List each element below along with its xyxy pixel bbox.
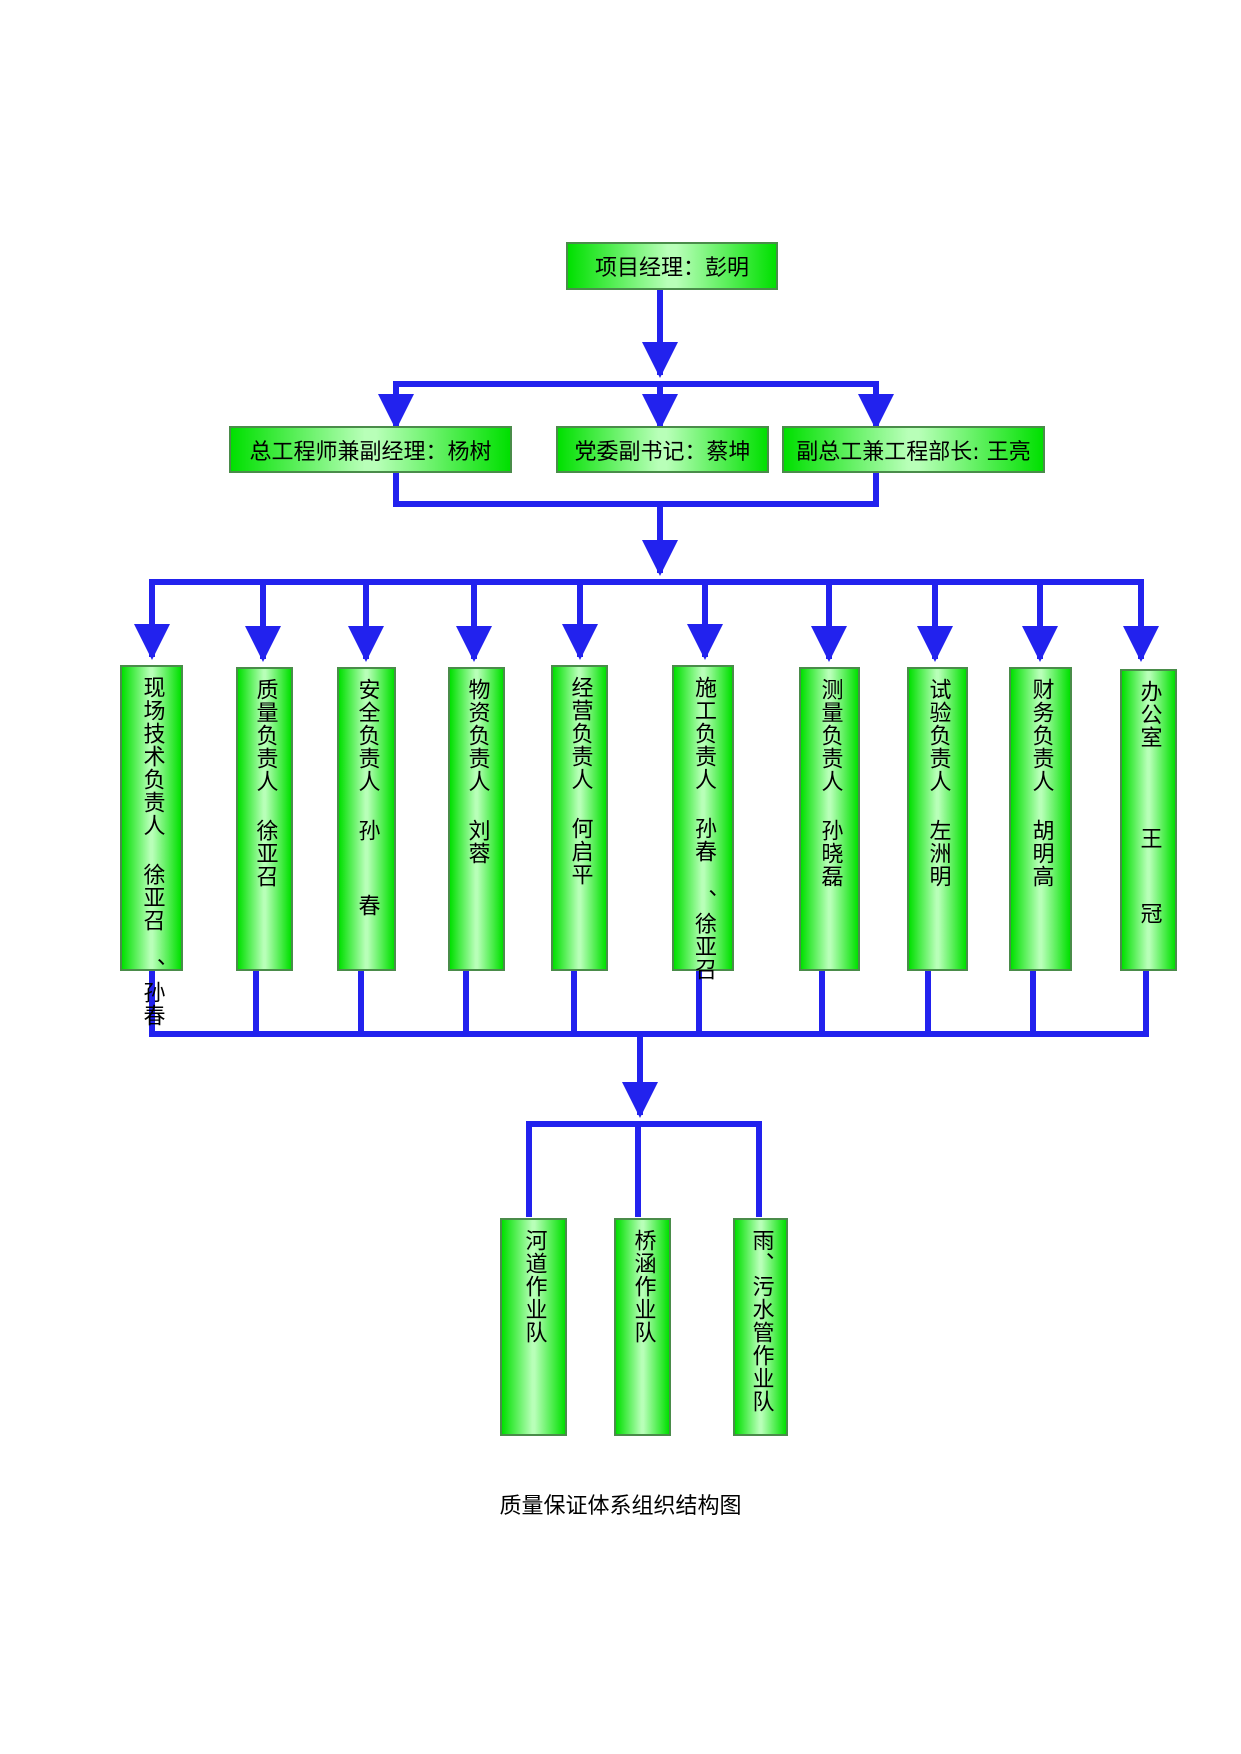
dept-label: 施工负责人 孙春 、徐亚召 — [691, 676, 716, 981]
diagram-title: 质量保证体系组织结构图 — [499, 1494, 742, 1519]
deputy-box-chief-engineer: 总工程师兼副经理：杨树 — [229, 426, 512, 473]
team-label: 桥涵作业队 — [630, 1229, 656, 1344]
dept-box-finance: 财务负责人 胡明高 — [1009, 667, 1072, 971]
project-manager-label: 项目经理：彭明 — [594, 256, 749, 281]
team-box-bridge-culvert: 桥涵作业队 — [614, 1218, 671, 1436]
dept-box-safety: 安全负责人 孙 春 — [337, 667, 396, 971]
dept-label: 安全负责人 孙 春 — [354, 678, 380, 917]
dept-label: 测量负责人 孙晓磊 — [817, 678, 843, 888]
team-label: 雨、污水管作业队 — [748, 1229, 774, 1413]
dept-label: 物资负责人 刘蓉 — [464, 678, 490, 865]
project-manager-box: 项目经理：彭明 — [566, 242, 778, 290]
dept-box-quality: 质量负责人 徐亚召 — [236, 667, 293, 971]
dept-label: 现场技术负责人 徐亚召 、孙春 — [139, 676, 165, 1027]
dept-box-materials: 物资负责人 刘蓉 — [448, 667, 505, 971]
deputy-box-engineering-head: 副总工兼工程部长: 王亮 — [782, 426, 1045, 473]
team-label: 河道作业队 — [521, 1229, 547, 1344]
dept-box-construction: 施工负责人 孙春 、徐亚召 — [672, 665, 734, 981]
dept-label: 经营负责人 何启平 — [567, 676, 593, 886]
dept-label: 办公室 王 冠 — [1136, 680, 1162, 925]
deputy-label: 党委副书记：蔡坤 — [574, 439, 751, 465]
deputy-label: 副总工兼工程部长: 王亮 — [796, 439, 1031, 465]
dept-label: 财务负责人 胡明高 — [1028, 678, 1054, 888]
dept-box-business: 经营负责人 何启平 — [551, 665, 608, 971]
dept-box-site-technical: 现场技术负责人 徐亚召 、孙春 — [120, 665, 183, 1027]
deputy-label: 总工程师兼副经理：杨树 — [249, 439, 492, 465]
dept-box-office: 办公室 王 冠 — [1120, 669, 1177, 971]
dept-label: 质量负责人 徐亚召 — [252, 678, 278, 888]
dept-box-survey: 测量负责人 孙晓磊 — [799, 667, 860, 971]
team-box-sewer-pipe: 雨、污水管作业队 — [733, 1218, 788, 1436]
deputy-box-party-secretary: 党委副书记：蔡坤 — [556, 426, 769, 473]
dept-box-testing: 试验负责人 左洲明 — [907, 667, 968, 971]
team-box-river: 河道作业队 — [500, 1218, 567, 1436]
dept-label: 试验负责人 左洲明 — [925, 678, 951, 888]
